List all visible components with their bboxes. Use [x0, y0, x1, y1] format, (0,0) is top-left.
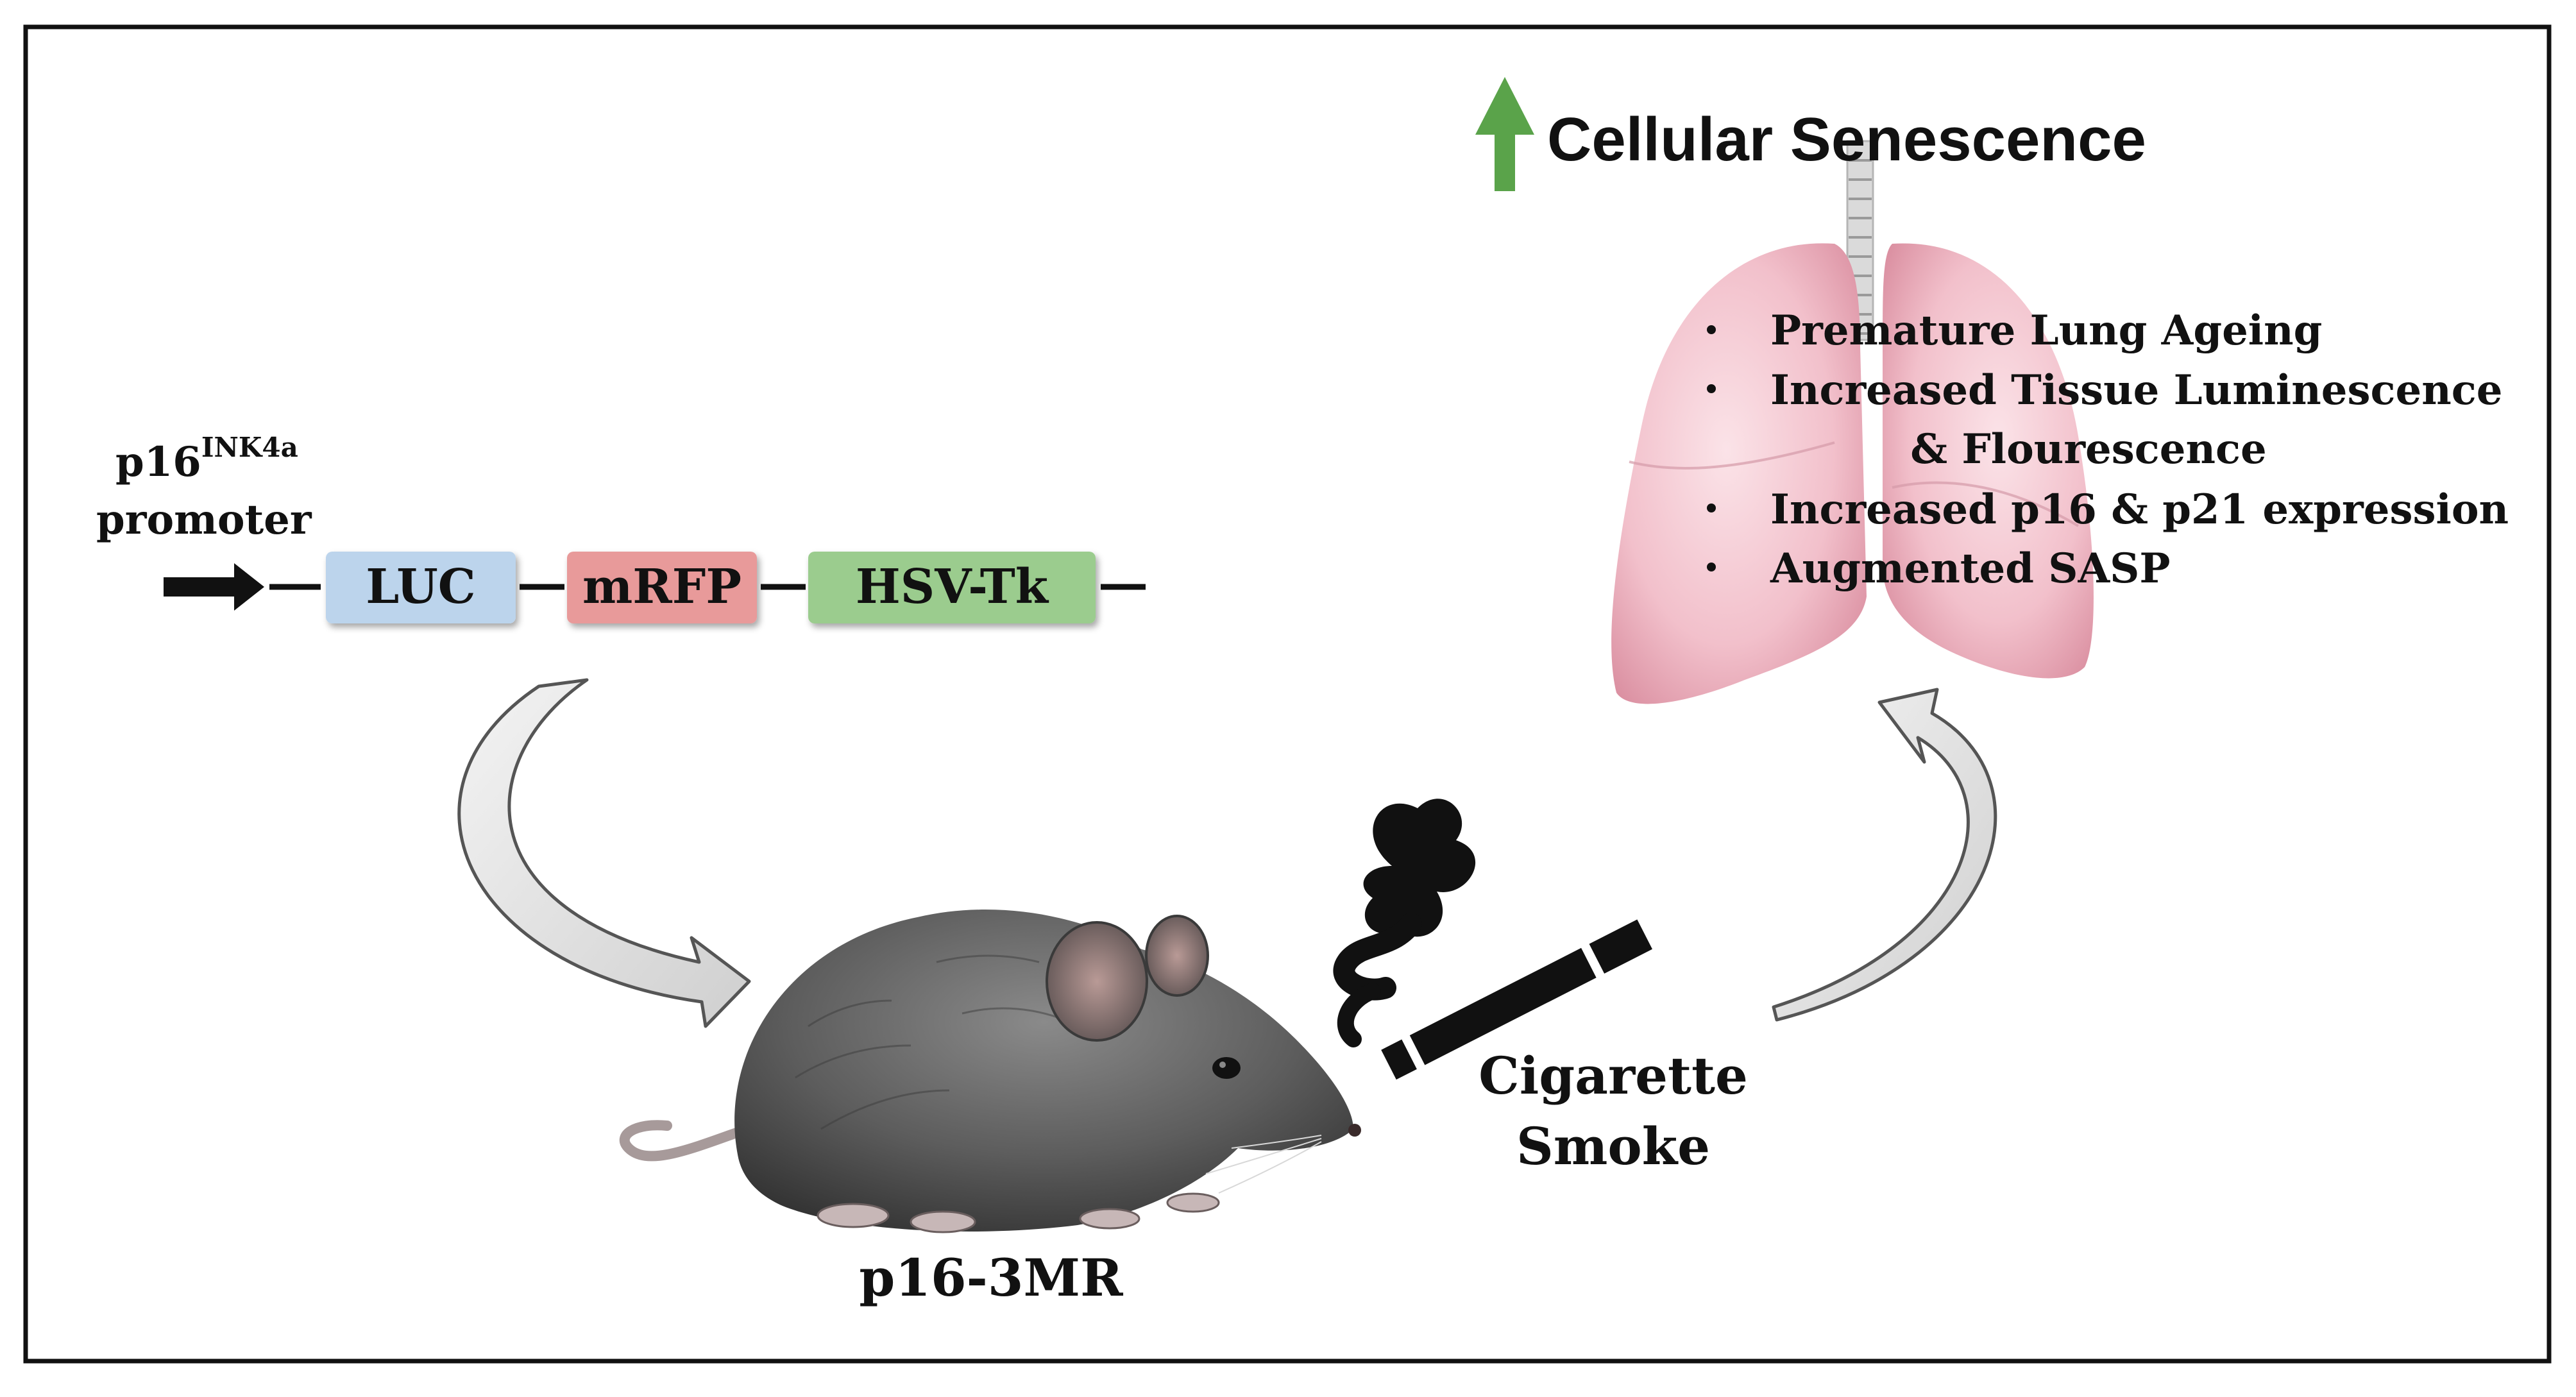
figure-frame — [23, 24, 2552, 1364]
mouse-ear — [1145, 915, 1209, 997]
gene-construct: LUC mRFP HSV-Tk — [164, 552, 1146, 623]
promoter-gene-name: p16 — [115, 438, 201, 486]
gene-box-luc — [326, 552, 516, 623]
outcome-title: Cellular Senescence — [1547, 105, 2146, 174]
curved-arrow-smoke-to-lungs — [1772, 688, 1997, 1022]
mouse-eye — [1212, 1057, 1241, 1079]
promoter-arrow-icon — [164, 563, 264, 611]
promoter-label: p16INK4a promoter — [96, 432, 312, 544]
left-lung — [1611, 243, 1867, 704]
mouse-ear — [1046, 921, 1148, 1042]
lung-fissure — [1892, 481, 2080, 527]
cigarette-tip — [1381, 1039, 1417, 1080]
bullet-item: Increased p16 & p21 expression — [1770, 486, 2509, 534]
exposure-label-line1: Cigarette — [1479, 1046, 1748, 1106]
mouse-illustration — [619, 910, 1361, 1233]
promoter-superscript: INK4a — [201, 432, 298, 463]
bullet-dot — [1707, 384, 1716, 393]
promoter-text: promoter — [96, 496, 312, 544]
mouse-label: p16-3MR — [859, 1248, 1123, 1308]
bullet-dot — [1707, 325, 1716, 334]
smoking-cigarette-icon — [1333, 799, 1652, 1080]
gene-label-mrfp: mRFP — [582, 559, 741, 614]
lung-fissure — [1629, 441, 1835, 470]
mouse-foot — [910, 1210, 976, 1233]
mouse-whiskers — [1205, 1135, 1322, 1194]
gene-box-hsv-tk-rect — [808, 552, 1096, 623]
gene-box-mrfp — [567, 552, 757, 623]
bullet-item: Augmented SASP — [1770, 545, 2170, 593]
right-lung — [1883, 243, 2094, 679]
cigarette-filter — [1589, 919, 1652, 974]
svg-text:p16INK4a: p16INK4a — [115, 432, 298, 486]
increase-arrow-icon — [1475, 77, 1534, 191]
gene-box-hsv-tk — [808, 552, 1096, 623]
cigarette-body — [1409, 947, 1597, 1065]
bullet-dot — [1707, 504, 1716, 512]
exposure-label-line2: Smoke — [1516, 1116, 1710, 1176]
mouse-foot — [817, 1203, 890, 1228]
gene-label-hsv-tk: HSV-Tk — [856, 559, 1049, 614]
bullet-item-continuation: & Flourescence — [1910, 425, 2266, 473]
bullet-dot — [1707, 563, 1716, 572]
mouse-nose — [1348, 1124, 1361, 1137]
mouse-body — [734, 910, 1353, 1232]
gene-box-luc-rect — [326, 552, 516, 623]
smoke-puff — [1363, 799, 1476, 937]
bullet-item: Premature Lung Ageing — [1770, 307, 2322, 355]
lungs-illustration — [1611, 140, 2094, 704]
bullet-item: Increased Tissue Luminescence — [1770, 366, 2502, 414]
curved-arrow-construct-to-mouse — [457, 678, 751, 1028]
gene-label-luc: LUC — [366, 559, 475, 614]
mouse-foot — [1166, 1192, 1220, 1213]
mouse-tail — [619, 1120, 752, 1162]
gene-box-mrfp-rect — [567, 552, 757, 623]
mouse-foot — [1079, 1208, 1140, 1230]
outcome-bullet-list: Premature Lung Ageing Increased Tissue L… — [1707, 307, 2509, 593]
